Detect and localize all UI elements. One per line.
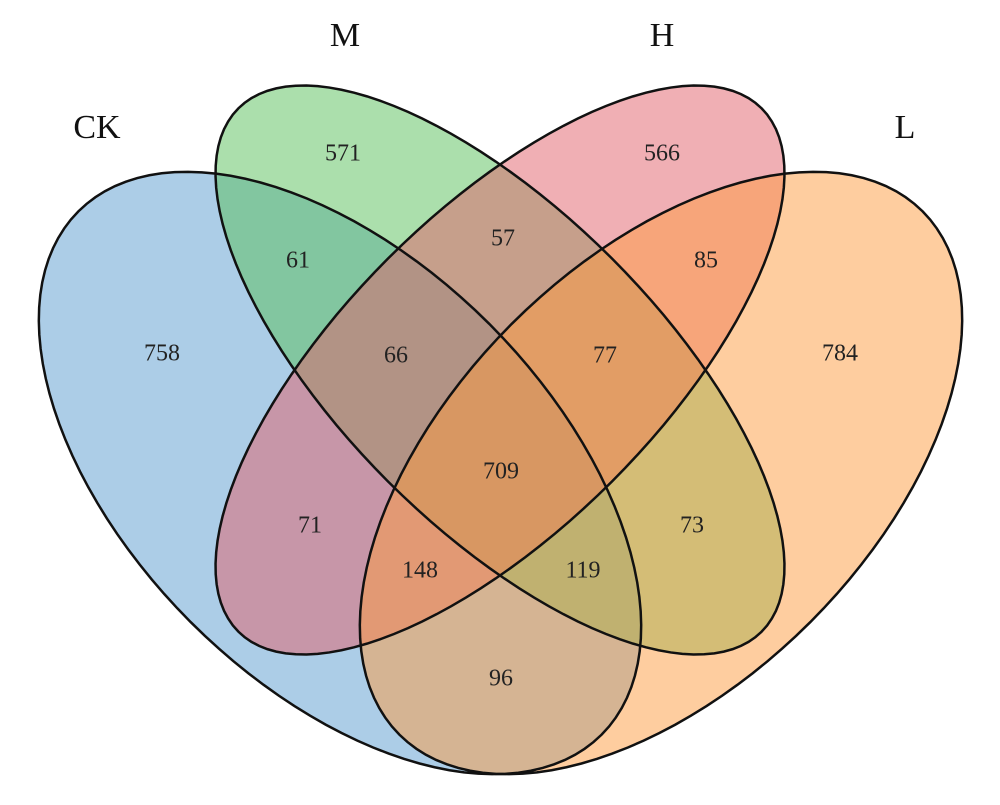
set-label-ck: CK — [73, 109, 121, 146]
region-count-ck-m-l: 119 — [565, 558, 600, 584]
set-m-outline — [214, 84, 786, 656]
region-count-m-l: 73 — [680, 513, 704, 539]
region-count-ck-h: 71 — [298, 513, 322, 539]
set-label-h: H — [650, 17, 675, 54]
set-label-m: M — [330, 17, 360, 54]
region-count-ck-m: 61 — [286, 248, 310, 274]
region-count-l: 784 — [822, 341, 858, 367]
region-count-ck-h-l: 148 — [402, 558, 438, 584]
region-count-ck-l: 96 — [489, 666, 513, 692]
region-count-ck-m-h-l: 709 — [483, 459, 519, 485]
region-count-ck: 758 — [144, 341, 180, 367]
set-fills — [38, 85, 963, 775]
set-ck-outline — [37, 170, 643, 776]
set-outlines — [37, 84, 964, 776]
set-label-l: L — [895, 109, 916, 146]
region-count-h-l: 85 — [694, 248, 718, 274]
region-count-ck-m-h: 66 — [384, 343, 408, 369]
region-count-m-h: 57 — [491, 226, 515, 252]
set-l-outline — [358, 170, 964, 776]
region-count-m: 571 — [325, 141, 361, 167]
region-count-m-h-l: 77 — [593, 343, 617, 369]
set-l-ellipse — [359, 171, 963, 775]
region-count-h: 566 — [644, 141, 680, 167]
set-h-outline — [214, 84, 786, 656]
